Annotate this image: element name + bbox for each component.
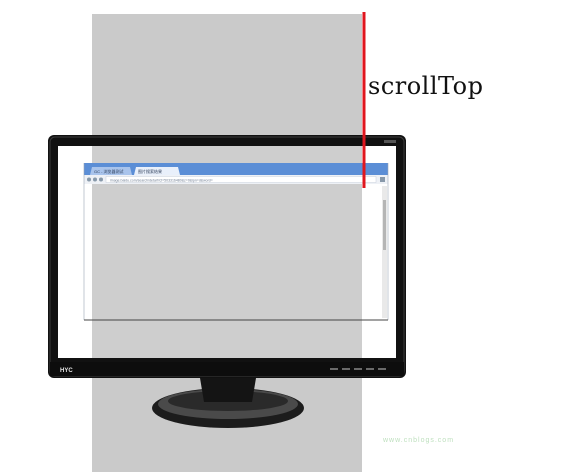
monitor-stand <box>152 378 304 428</box>
browser-tab-right <box>134 167 180 175</box>
browser-tab-right-label: 图片搜索结果 <box>138 168 162 174</box>
reload-icon <box>99 177 103 182</box>
browser-scrollbar-thumb <box>383 200 386 250</box>
address-bar <box>105 176 377 183</box>
browser-tab-left <box>90 167 132 175</box>
watermark: www.cnblogs.com <box>383 437 455 444</box>
back-icon <box>87 177 91 182</box>
forward-icon <box>93 177 97 182</box>
browser-tab-left-label: GC - 浏览器测试 <box>94 168 124 174</box>
monitor-brand: HYC <box>60 368 73 374</box>
address-bar-text: image.baidu.com/search/detail?ct=5033164… <box>110 179 213 183</box>
browser-window: GC - 浏览器测试 图片搜索结果 image.baidu.com/search… <box>83 163 389 321</box>
monitor-buttons <box>330 368 386 370</box>
scrolltop-label: scrollTop <box>368 72 484 100</box>
browser-scrollbar <box>382 186 387 318</box>
menu-icon <box>380 177 385 182</box>
